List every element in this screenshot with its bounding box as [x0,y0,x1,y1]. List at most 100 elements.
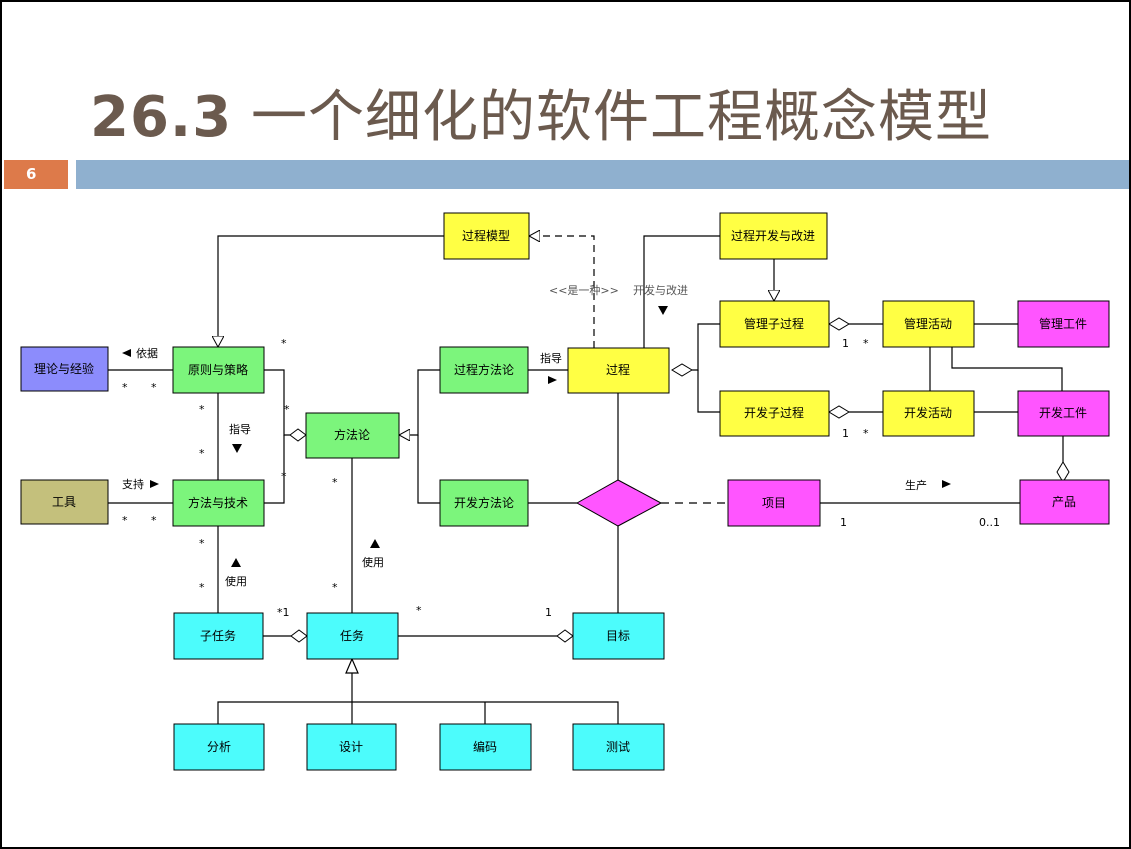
arrow-up-use-subtask [231,558,241,567]
mult-star-mgmt: * [863,337,869,350]
box-process-methodology: 过程方法论 [439,346,529,394]
arrow-right-guide [548,376,557,384]
label-use-task: 使用 [362,556,384,569]
label-dev-activity: 开发活动 [904,405,952,420]
box-design: 设计 [306,723,397,771]
mult-star-f: * [199,447,205,460]
mult-star-c: * [151,381,157,394]
box-dev-artifact: 开发工件 [1017,390,1110,437]
relationship-labels: <<是一种>> 开发与改进 依据 指导 指导 支持 使用 使用 生产 [122,283,951,588]
title-number: 26.3 [90,85,233,150]
label-product: 产品 [1052,495,1076,509]
label-theory-experience: 理论与经验 [34,361,94,376]
box-principle-strategy: 原则与策略 [172,346,265,394]
generalization-triangle [345,657,359,674]
line-process-devsub [697,370,720,413]
mult-star-m: * [332,581,338,594]
label-depends: 依据 [136,346,158,360]
line-method-methodology [264,435,285,504]
page-number: 6 [4,160,68,189]
mult-one-project: 1 [840,516,847,529]
box-goal: 目标 [572,612,665,660]
mult-star-dev: * [863,427,869,440]
slide-title: 26.3 一个细化的软件工程概念模型 [90,72,992,153]
multiplicities: 1 * 1 * 1 0..1 *1 1 * * * * * * * * * * … [122,337,1000,619]
label-method-technique: 方法与技术 [188,495,248,510]
label-dev-artifact: 开发工件 [1039,405,1087,420]
box-methodology: 方法论 [305,412,400,459]
line-tree-bar [217,701,619,724]
label-process-model: 过程模型 [462,228,510,243]
label-process: 过程 [606,362,630,377]
label-dev-methodology: 开发方法论 [454,495,514,510]
diamond-task [290,629,308,643]
mult-star-one-subtask: *1 [277,606,290,619]
line-principle-methodology [264,369,290,436]
label-coding: 编码 [473,739,497,754]
line-process-devimprove [643,235,720,348]
mult-star-k: * [199,537,205,550]
connectors [108,235,1064,724]
box-analysis: 分析 [173,723,265,771]
label-process-dev-improve: 过程开发与改进 [731,228,815,243]
mult-star-d: * [199,403,205,416]
label-is-a: <<是一种>> [549,283,619,297]
label-goal: 目标 [606,629,630,643]
box-dev-subprocess: 开发子过程 [719,390,830,437]
mult-star-b: * [122,381,128,394]
line-process-isa-model [529,236,595,348]
label-methodology: 方法论 [334,427,370,442]
label-use-subtask: 使用 [225,575,247,588]
label-design: 设计 [339,740,363,754]
box-theory-experience: 理论与经验 [20,346,109,392]
box-coding: 编码 [439,723,532,771]
label-analysis: 分析 [207,740,231,754]
box-mgmt-activity: 管理活动 [882,300,975,348]
label-dev-subprocess: 开发子过程 [744,405,804,420]
label-testing: 测试 [606,739,630,754]
box-process: 过程 [567,347,670,394]
mult-star-i: * [122,514,128,527]
arrow-left-depends [122,349,131,357]
label-mgmt-artifact: 管理工件 [1039,316,1087,331]
mult-one-goal: 1 [545,606,552,619]
mult-star-a: * [281,337,287,350]
line-model-principle [218,235,444,347]
title-text: 一个细化的软件工程概念模型 [250,85,992,150]
label-mgmt-activity: 管理活动 [904,316,952,331]
box-subtask: 子任务 [173,612,264,660]
mult-star-h: * [332,476,338,489]
box-testing: 测试 [572,723,665,771]
arrow-right-support [150,480,159,488]
line-mgmtact-devart [951,347,1063,391]
arrow-up-use-task [370,539,380,548]
line-process-mgmtsub [692,323,720,371]
mult-star-e: * [284,403,290,416]
line-pmeth-methodology [399,369,440,435]
label-mgmt-subprocess: 管理子过程 [744,316,804,331]
diamond-process [671,363,693,377]
box-project: 项目 [727,479,821,527]
box-dev-activity: 开发活动 [882,390,975,437]
mult-star-j: * [151,514,157,527]
diamond-devsub [828,405,850,419]
label-develop-improve: 开发与改进 [633,283,688,297]
box-tool: 工具 [20,479,109,525]
mult-one-dev: 1 [842,427,849,440]
header-bar [76,160,1129,189]
label-principle-strategy: 原则与策略 [188,362,248,377]
label-process-methodology: 过程方法论 [454,362,514,377]
box-product: 产品 [1019,479,1110,525]
diamond-methodology [289,428,307,442]
box-dev-methodology: 开发方法论 [439,479,529,527]
mult-zero-one-product: 0..1 [979,516,1000,529]
mult-star-g: * [281,470,287,483]
box-method-technique: 方法与技术 [172,479,265,527]
diamond-mgmtsub [828,317,850,331]
line-devmeth-methodology [417,435,440,504]
box-process-dev-improve: 过程开发与改进 [719,212,828,260]
association-diamond [575,479,663,527]
label-guide-method: 指导 [229,422,251,436]
